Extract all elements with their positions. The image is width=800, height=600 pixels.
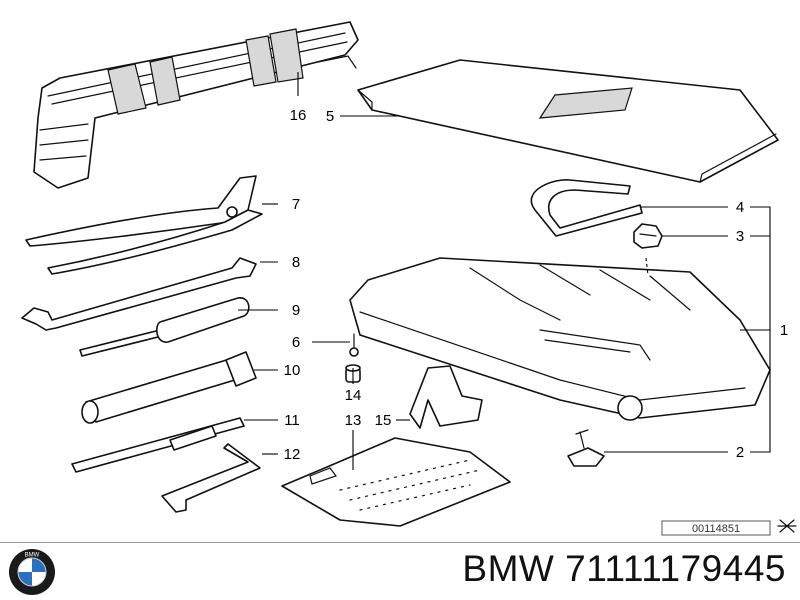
callout-15: 15 xyxy=(375,412,392,429)
callout-13: 13 xyxy=(345,412,362,429)
rod-part xyxy=(71,417,245,473)
callout-11: 11 xyxy=(284,412,300,429)
wrench-part xyxy=(21,257,257,331)
callout-7: 7 xyxy=(292,196,300,213)
drawing-number-box: 00114851 xyxy=(661,519,797,536)
callout-16: 16 xyxy=(290,107,307,124)
leader-lines xyxy=(238,72,771,470)
hex-key-part xyxy=(161,443,261,513)
callout-8: 8 xyxy=(292,254,300,271)
cover-panel-part xyxy=(357,59,779,183)
tool-roll-part xyxy=(33,21,359,189)
callout-10: 10 xyxy=(284,362,301,379)
cloth-bag-part xyxy=(281,437,511,527)
callout-5: 5 xyxy=(326,108,334,125)
fastener-part xyxy=(567,429,605,467)
footer-divider xyxy=(0,542,800,543)
callout-14: 14 xyxy=(345,387,362,404)
pliers-part xyxy=(25,175,263,275)
callout-9: 9 xyxy=(292,302,300,319)
callout-1: 1 xyxy=(780,322,788,339)
parts-diagram: 16 5 7 8 9 6 10 11 12 14 13 15 4 3 1 2 0… xyxy=(21,21,797,536)
clamp-part xyxy=(409,365,483,429)
part-title: BMW 71111179445 xyxy=(462,548,786,589)
drawing-number: 00114851 xyxy=(692,523,740,535)
callout-3: 3 xyxy=(736,228,744,245)
logo-lettering: BMW xyxy=(25,553,40,559)
strap-part xyxy=(530,179,643,237)
bmw-logo: BMW xyxy=(9,549,55,595)
callout-12: 12 xyxy=(284,446,301,463)
socket-tube-part xyxy=(81,351,257,424)
clip-nut-part xyxy=(633,223,663,249)
screwdriver-part xyxy=(79,297,250,357)
tool-tray-part xyxy=(349,257,771,421)
screw-part xyxy=(349,333,359,357)
callout-6: 6 xyxy=(292,334,300,351)
callout-4: 4 xyxy=(736,199,744,216)
callout-2: 2 xyxy=(736,444,744,461)
